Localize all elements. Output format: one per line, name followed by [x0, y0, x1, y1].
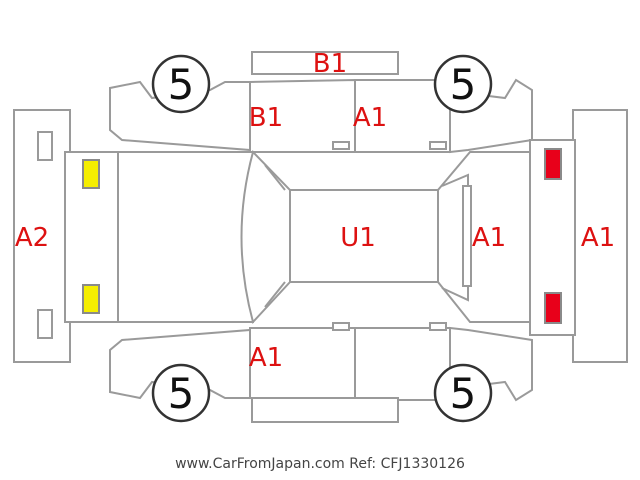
- roof: [289, 189, 439, 283]
- svg-text:5: 5: [450, 60, 477, 109]
- tire-front-right: 5: [151, 363, 211, 423]
- code-top-front-door: B1: [249, 103, 283, 133]
- code-bottom-front-door: A1: [249, 343, 283, 373]
- tire-rear-left: 5: [433, 54, 493, 114]
- svg-text:5: 5: [168, 60, 195, 109]
- top-rocker-bar: [251, 51, 399, 75]
- bottom-rocker-bar: [251, 397, 399, 423]
- tire-front-left: 5: [151, 54, 211, 114]
- tire-rear-right: 5: [433, 363, 493, 423]
- code-rear-glass: A1: [472, 223, 506, 253]
- rear-right-lamp: [544, 292, 562, 324]
- front-bumper: [13, 109, 71, 363]
- front-left-lamp: [82, 159, 100, 189]
- svg-text:5: 5: [168, 369, 195, 418]
- svg-text:5: 5: [450, 369, 477, 418]
- code-roof: U1: [340, 223, 376, 253]
- footer-reference: www.CarFromJapan.com Ref: CFJ1330126: [175, 456, 465, 472]
- code-top-rear-door: A1: [353, 103, 387, 133]
- code-right-bumper: A1: [581, 223, 615, 253]
- code-left-bumper: A2: [15, 223, 49, 253]
- front-right-lamp: [82, 284, 100, 314]
- code-top-bar: B1: [313, 49, 347, 79]
- rear-left-lamp: [544, 148, 562, 180]
- windshield: [240, 150, 291, 325]
